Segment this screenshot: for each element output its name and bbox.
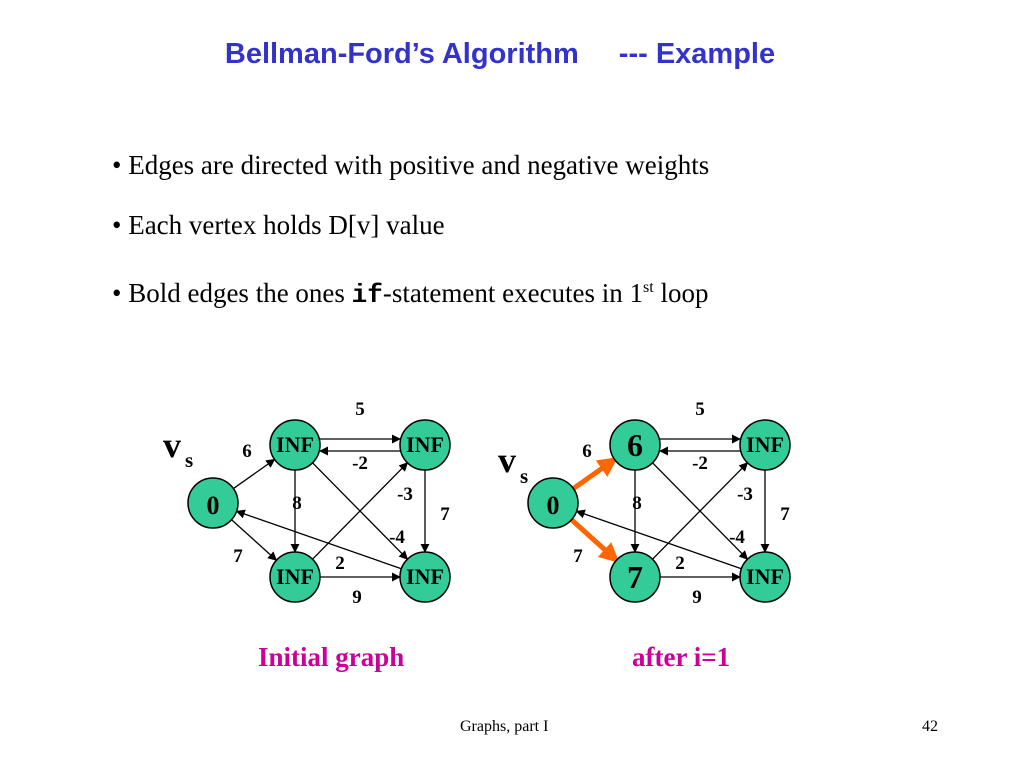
bullet-3: • Bold edges the ones if-statement execu…: [112, 278, 708, 310]
vertex-z-value: INF: [746, 564, 784, 589]
vertex-z-circle: [399, 551, 451, 603]
vertex-t-circle: [269, 419, 321, 471]
caption-after-i1: after i=1: [632, 642, 731, 672]
bullet-3-post: loop: [653, 278, 709, 308]
weight-yx: -3: [397, 484, 413, 505]
edge-zs: [235, 509, 402, 570]
footer-title: Graphs, part I: [460, 718, 549, 735]
bullet-3-mid: -statement executes in 1: [382, 278, 644, 308]
edge-sy: [231, 519, 278, 561]
weight-yz: 9: [352, 587, 362, 608]
weight-zs: 2: [675, 553, 685, 574]
weight-st: 6: [242, 441, 252, 462]
title-main: Bellman-Ford’s Algorithm: [224, 38, 579, 70]
vertex-s-value: 0: [207, 491, 220, 520]
source-label: v: [163, 425, 181, 465]
vertex-x-circle: [399, 419, 451, 471]
weight-tx: 5: [355, 399, 365, 420]
vertex-x-value: INF: [406, 432, 444, 457]
vertex-t-value: INF: [276, 432, 314, 457]
caption-initial-graph: Initial graph: [258, 642, 405, 672]
source-label: v: [498, 440, 516, 480]
weight-xt: -2: [692, 453, 708, 474]
weight-xz: 7: [780, 504, 790, 525]
vertex-y-value: 7: [627, 559, 643, 595]
weight-ty: 8: [632, 493, 642, 514]
weight-yz: 9: [692, 587, 702, 608]
weight-tz: -4: [729, 527, 745, 548]
vertex-z-circle: [739, 551, 791, 603]
vertex-t-circle: [609, 419, 661, 471]
vertex-x-value: INF: [746, 432, 784, 457]
weight-st: 6: [582, 441, 592, 462]
vertex-y-circle: [269, 551, 321, 603]
weight-zs: 2: [335, 553, 345, 574]
if-keyword: if: [351, 280, 383, 310]
weight-xz: 7: [440, 504, 450, 525]
vertex-z-value: INF: [406, 564, 444, 589]
footer-page-number: 42: [922, 718, 938, 735]
edge-st: [233, 458, 276, 490]
source-subscript: s: [185, 448, 193, 472]
bullet-2: • Each vertex holds D[v] value: [112, 210, 445, 240]
vertex-s-circle: [187, 477, 239, 529]
weight-sy: 7: [573, 546, 583, 567]
weight-ty: 8: [292, 493, 302, 514]
bullet-3-pre: • Bold edges the ones: [112, 278, 352, 308]
weight-tx: 5: [695, 399, 705, 420]
edge-sy: [569, 517, 620, 563]
vertex-x-circle: [739, 419, 791, 471]
vertex-t-value: 6: [627, 427, 643, 463]
edge-zs: [575, 509, 742, 570]
vertex-s-circle: [527, 477, 579, 529]
weight-tz: -4: [389, 527, 405, 548]
bullet-1: • Edges are directed with positive and n…: [112, 150, 710, 180]
source-subscript: s: [520, 464, 528, 488]
weight-yx: -3: [737, 484, 753, 505]
weight-sy: 7: [233, 546, 243, 567]
vertex-s-value: 0: [547, 491, 560, 520]
title-suffix: --- Example: [618, 38, 776, 70]
slide-title: Bellman-Ford’s Algorithm --- Example: [0, 38, 1000, 71]
weight-xt: -2: [352, 453, 368, 474]
edge-st: [571, 457, 618, 491]
vertex-y-value: INF: [276, 564, 314, 589]
bullet-3-sup: st: [643, 279, 654, 296]
vertex-y-circle: [609, 551, 661, 603]
